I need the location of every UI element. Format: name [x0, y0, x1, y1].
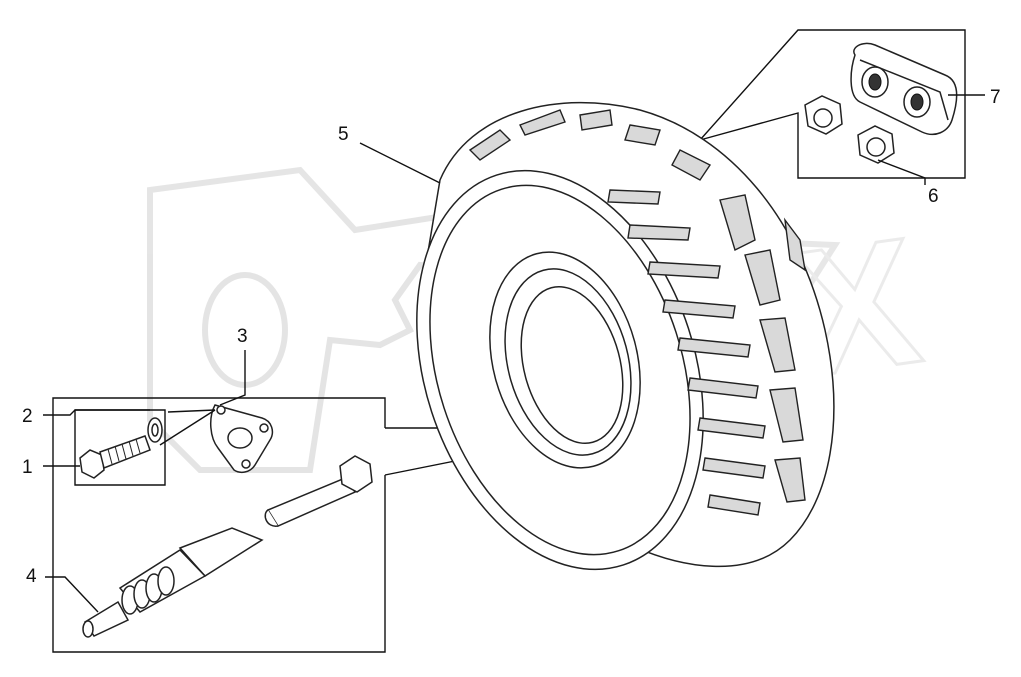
- callout-3: 3: [237, 326, 248, 347]
- callout-4: 4: [26, 566, 37, 587]
- callout-5: 5: [338, 124, 349, 145]
- nut-part: [804, 95, 895, 164]
- flange-plate-part: [210, 404, 274, 474]
- washer-part: [147, 417, 163, 443]
- tire-wheel-assembly: [416, 101, 835, 571]
- callout-1: 1: [22, 457, 33, 478]
- callout-6: 6: [928, 186, 939, 207]
- callout-7: 7: [990, 87, 1001, 108]
- axle-shaft-part: [82, 455, 373, 638]
- detail-frame-right: [697, 29, 966, 179]
- detail-frame-left: [52, 397, 386, 653]
- tie-plate-part: [850, 42, 958, 136]
- callout-leaders: [43, 94, 985, 613]
- bolt-part: [79, 435, 151, 479]
- bolt-subframe: [74, 409, 166, 486]
- callout-labels: 2 1 3 4 5 6 7: [22, 87, 1001, 587]
- callout-2: 2: [22, 406, 33, 427]
